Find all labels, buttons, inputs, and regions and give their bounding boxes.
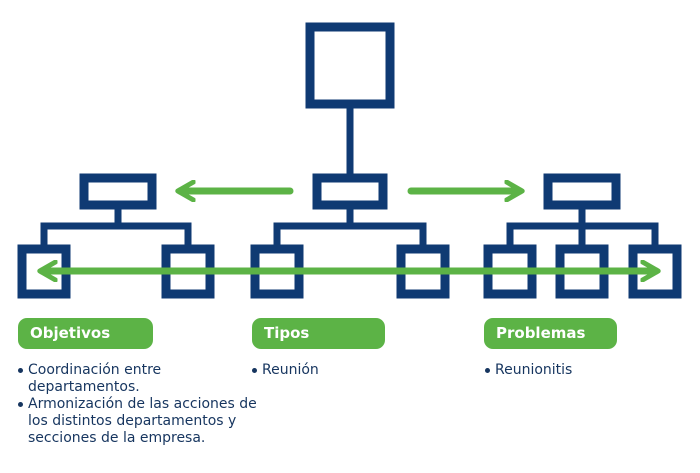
list-item: Coordinación entre departamentos. bbox=[17, 362, 265, 396]
center-manager-box bbox=[312, 173, 388, 210]
list-item: Reunionitis bbox=[484, 362, 684, 379]
problemas-list: Reunionitis bbox=[484, 362, 684, 379]
list-item: Armonización de las acciones de los dist… bbox=[17, 396, 265, 447]
objetivos-list: Coordinación entre departamentos. Armoni… bbox=[17, 362, 265, 447]
connector-lines bbox=[40, 102, 659, 250]
objetivos-label: Objetivos bbox=[18, 318, 153, 349]
tipos-label: Tipos bbox=[252, 318, 385, 349]
list-item: Reunión bbox=[251, 362, 451, 379]
green-arrows bbox=[42, 191, 656, 271]
left-manager-box bbox=[79, 173, 157, 210]
org-chart-diagram bbox=[17, 22, 682, 299]
problemas-label: Problemas bbox=[484, 318, 617, 349]
top-box bbox=[305, 22, 395, 109]
tipos-list: Reunión bbox=[251, 362, 451, 379]
right-manager-box bbox=[543, 173, 621, 210]
